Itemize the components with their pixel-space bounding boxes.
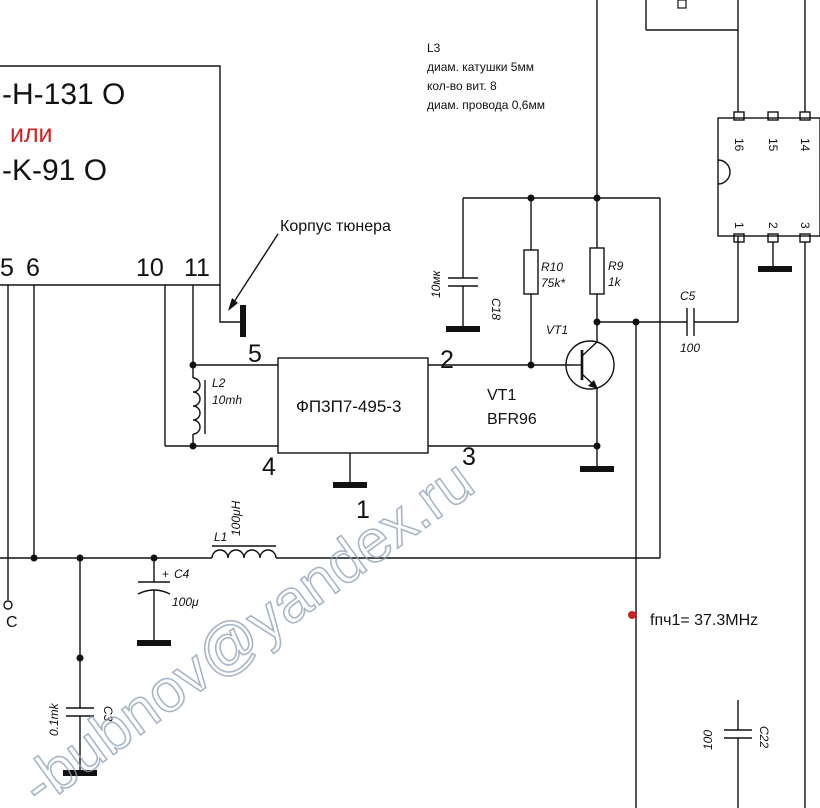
c5-value: 100: [680, 341, 700, 355]
c22-value: 100: [701, 730, 715, 750]
coil-line-3: диам. провода 0,6мм: [427, 98, 545, 112]
supply-rail: L1 100μH: [0, 500, 660, 562]
c18-value: 10мк: [429, 269, 443, 298]
test-point-dot: [628, 611, 636, 619]
emitter-ground: [580, 466, 614, 472]
c3-value: 0.1mk: [47, 702, 61, 736]
bias-network: 10мк C18 R10 75k* R9 1k: [429, 0, 661, 558]
case-label: Корпус тюнера: [280, 218, 391, 235]
coil-line-1: диам. катушки 5мм: [427, 60, 534, 74]
transistor-vt1: VT1 VT1 BFR96: [487, 323, 615, 472]
l2-ref: L2: [212, 376, 226, 390]
l1-ref: L1: [214, 530, 227, 544]
if-output: fпч1= 37.3MHz 100 C22: [628, 322, 771, 808]
c18-ground: [446, 326, 480, 332]
if-frequency-label: fпч1= 37.3MHz: [650, 612, 758, 629]
c3-ground: [63, 770, 97, 776]
ic-chip: 16 15 14 1 2 3: [645, 0, 820, 808]
filter-pin-5: 5: [248, 340, 262, 368]
filter-pin-1: 1: [356, 496, 370, 524]
ic-pin-3: 3: [798, 222, 812, 229]
c22-ref: C22: [757, 726, 771, 748]
left-terminal-label: C: [6, 614, 18, 631]
capacitor-c4: + C4 100μ: [137, 558, 199, 646]
vt1-ref-small: VT1: [546, 323, 568, 337]
tuner-pin-10: 10: [136, 254, 164, 282]
l1-value: 100μH: [229, 500, 243, 536]
ic-pin-15: 15: [766, 138, 780, 152]
ic-ground: [758, 266, 792, 272]
coil-line-2: кол-во вит. 8: [427, 79, 497, 93]
vt1-ref: VT1: [487, 387, 516, 404]
c4-ref: C4: [174, 567, 190, 581]
c4-plus: +: [162, 567, 169, 581]
filter-pin-3: 3: [462, 443, 476, 471]
capacitor-c5: C5 100: [597, 236, 739, 355]
filter-pin-2: 2: [440, 346, 454, 374]
ic-pin-1: 1: [732, 222, 746, 229]
tuner-model-1: -H-131 O: [2, 78, 125, 111]
r10-ref: R10: [541, 260, 563, 274]
tuner-pin-5: 5: [0, 254, 14, 282]
c5-ref: C5: [680, 289, 696, 303]
r10-value: 75k*: [541, 276, 565, 290]
filter-pin-4: 4: [262, 453, 276, 481]
ic-pin-14: 14: [798, 138, 812, 152]
ic-pin-2: 2: [766, 222, 780, 229]
inductor-l2: L2 10mh: [165, 361, 278, 450]
tuner-case-ground: [240, 305, 246, 337]
tuner-block: -H-131 O или -K-91 O 5 6 10 11: [0, 65, 221, 286]
r9-value: 1k: [608, 275, 622, 289]
case-label-group: Корпус тюнера: [228, 218, 391, 311]
c18-ref: C18: [489, 298, 503, 320]
filter-name: ФП3П7-495-3: [296, 397, 401, 416]
tuner-model-2: -K-91 O: [2, 154, 107, 187]
saw-filter: ФП3П7-495-3 5 2 4 3 1: [248, 340, 476, 524]
capacitor-c3: 0.1mk C3: [47, 558, 115, 776]
tuner-or-label: или: [10, 120, 53, 148]
tuner-pin-11: 11: [184, 254, 210, 282]
tuner-pin-6: 6: [26, 254, 40, 282]
c4-value: 100μ: [172, 595, 199, 609]
coil-note: L3 диам. катушки 5мм кол-во вит. 8 диам.…: [427, 41, 545, 112]
vt1-model: BFR96: [487, 411, 537, 428]
ic-pin-16: 16: [732, 138, 746, 152]
l2-value: 10mh: [212, 393, 242, 407]
c3-ref: C3: [101, 706, 115, 722]
coil-title: L3: [427, 41, 441, 55]
r9-ref: R9: [608, 259, 624, 273]
filter-ground: [333, 482, 367, 488]
c4-ground: [137, 640, 171, 646]
tuner-leads: C: [3, 285, 246, 631]
